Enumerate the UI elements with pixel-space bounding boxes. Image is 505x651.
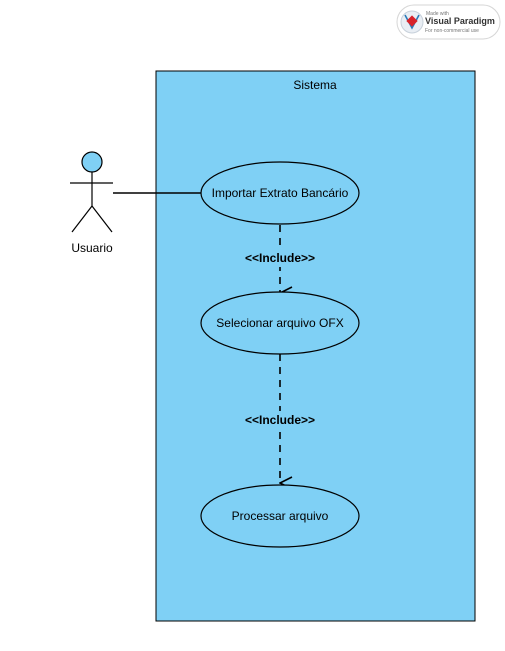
use-case-processar-arquivo[interactable]: Processar arquivo [200, 484, 360, 548]
actor-left-leg [71, 205, 93, 233]
system-label: Sistema [293, 78, 337, 92]
watermark-line3: For non-commercial use [425, 28, 479, 34]
visual-paradigm-watermark: Made with Visual Paradigm For non-commer… [396, 4, 501, 40]
watermark-line1: Made with [426, 11, 449, 17]
actor-head [81, 151, 103, 173]
use-case-selecionar-ofx[interactable]: Selecionar arquivo OFX [200, 291, 360, 355]
include-relation-2[interactable]: <<Include>> [234, 354, 326, 483]
actor-right-leg [91, 205, 113, 233]
include-label-2: <<Include>> [245, 413, 315, 427]
include-relation-1[interactable]: <<Include>> [234, 225, 326, 293]
visual-paradigm-logo-icon [400, 10, 424, 34]
use-case-label-2: Selecionar arquivo OFX [216, 316, 343, 330]
use-case-label-1: Importar Extrato Bancário [212, 186, 349, 200]
actor-label: Usuario [71, 241, 113, 255]
watermark-brand: Visual Paradigm [425, 16, 495, 26]
actor-usuario[interactable]: Usuario [70, 151, 113, 255]
use-case-importar-extrato[interactable]: Importar Extrato Bancário [200, 161, 360, 225]
use-case-label-3: Processar arquivo [232, 509, 329, 523]
include-label-1: <<Include>> [245, 251, 315, 265]
